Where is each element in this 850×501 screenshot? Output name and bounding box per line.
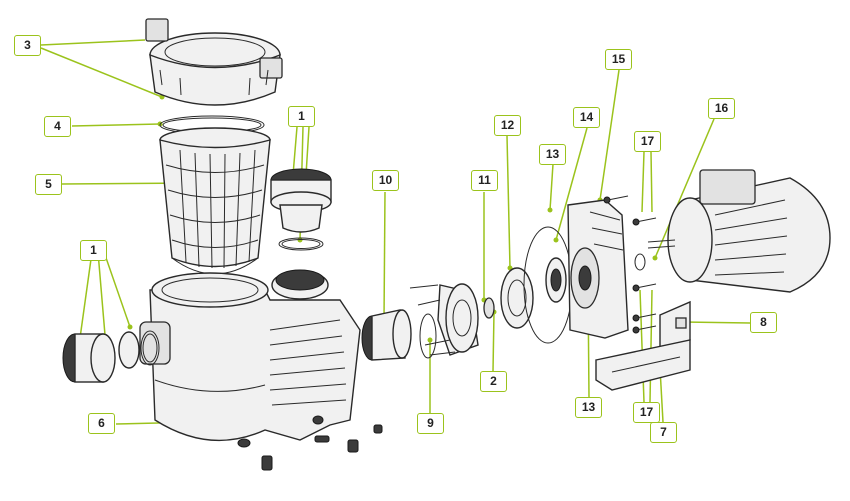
- callout-2: 2: [480, 371, 507, 392]
- bolts: [603, 195, 657, 334]
- leader-13a: [549, 163, 554, 211]
- leader-2: [492, 311, 495, 372]
- callout-3: 3: [14, 35, 41, 56]
- strainer-basket: [159, 127, 271, 275]
- callout-13-bottom: 13: [575, 397, 602, 418]
- leader-16: [654, 118, 715, 259]
- seal-plate-gasket: [419, 313, 437, 359]
- lid: [145, 18, 283, 106]
- callout-15: 15: [605, 49, 632, 70]
- seal-plate: [409, 283, 479, 356]
- washer-16: [634, 253, 646, 271]
- callout-8: 8: [750, 312, 777, 333]
- leader-8: [682, 321, 751, 324]
- callout-17-top: 17: [634, 131, 661, 152]
- leader-12: [506, 135, 511, 269]
- impeller: [483, 267, 534, 329]
- callout-1-left: 1: [80, 240, 107, 261]
- callout-12: 12: [494, 115, 521, 136]
- leader-17b-2: [649, 289, 653, 403]
- leader-1a-3: [103, 251, 131, 328]
- leader-lines: [40, 39, 751, 425]
- union-set-top: [270, 168, 332, 251]
- leader-14: [555, 127, 588, 241]
- mechanical-seal: [545, 257, 567, 303]
- support-bracket: [595, 339, 691, 391]
- callout-13-top: 13: [539, 144, 566, 165]
- leader-1b-1: [292, 126, 298, 176]
- diffuser-adapter: [361, 309, 412, 361]
- callout-4: 4: [44, 116, 71, 137]
- callout-16: 16: [708, 98, 735, 119]
- callout-6: 6: [88, 413, 115, 434]
- leader-3b: [40, 47, 163, 98]
- callout-7: 7: [650, 422, 677, 443]
- motor-flange: [567, 199, 629, 339]
- callout-17-bottom: 17: [633, 402, 660, 423]
- leader-1b-3: [305, 126, 310, 176]
- motor: [647, 169, 831, 293]
- callout-9: 9: [417, 413, 444, 434]
- callout-10: 10: [372, 170, 399, 191]
- motor-foot: [659, 300, 691, 354]
- leader-17a-1: [641, 151, 645, 213]
- callout-11: 11: [471, 170, 498, 191]
- leader-1a-2: [97, 251, 106, 336]
- leader-17a-2: [650, 151, 653, 213]
- pump-body: [139, 269, 361, 448]
- union-set-left: [62, 330, 160, 383]
- leader-17b-1: [639, 289, 645, 403]
- leader-4: [71, 123, 161, 127]
- leader-10: [383, 191, 386, 321]
- leader-1a-1: [79, 251, 93, 339]
- callout-5: 5: [35, 174, 62, 195]
- callout-14: 14: [573, 107, 600, 128]
- callout-1-top: 1: [288, 106, 315, 127]
- leader-15: [599, 69, 620, 201]
- leader-3a: [40, 39, 146, 46]
- drain-plugs: [261, 424, 383, 471]
